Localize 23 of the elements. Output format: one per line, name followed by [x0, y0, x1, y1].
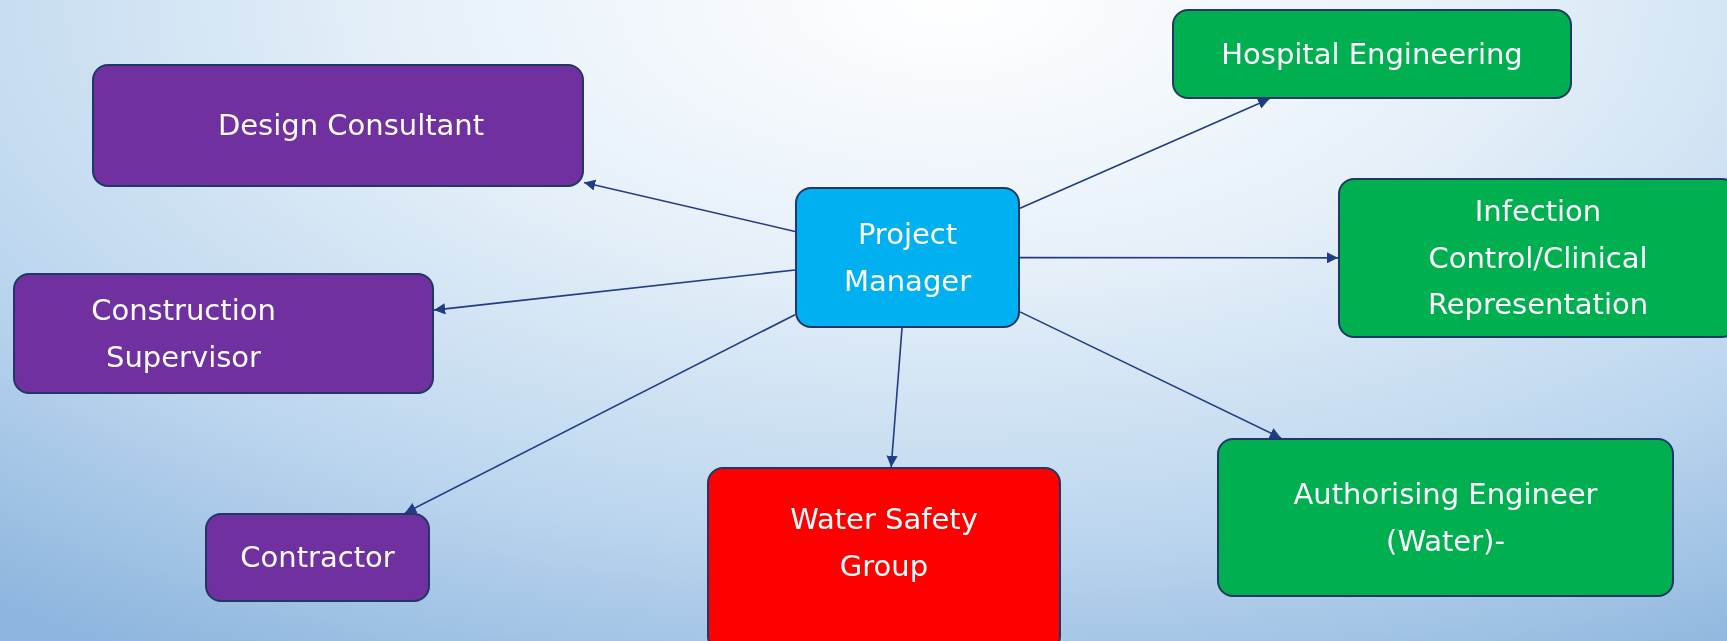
- role-box: [795, 187, 1020, 328]
- arrow: [1019, 311, 1282, 439]
- role-box: [1338, 178, 1727, 338]
- arrow: [1019, 98, 1271, 209]
- role-label: Contractor: [240, 539, 395, 577]
- arrow: [433, 269, 796, 315]
- role-label: Hospital Engineering: [1221, 35, 1523, 73]
- role-label: Infection Control/Clinical Representation: [1426, 193, 1650, 324]
- role-box: [92, 64, 584, 187]
- role-label: Authorising Engineer (Water)-: [1292, 476, 1599, 560]
- role-box: [707, 467, 1061, 641]
- role-box: [205, 513, 430, 602]
- role-label: Construction Supervisor: [90, 292, 277, 376]
- arrow: [886, 327, 903, 468]
- role-box: [13, 273, 434, 394]
- arrow: [1019, 252, 1339, 264]
- role-label: Design Consultant: [217, 107, 485, 145]
- arrow: [583, 179, 796, 233]
- role-box: [1172, 9, 1572, 99]
- role-label: Project Manager: [842, 216, 973, 300]
- role-box: [1217, 438, 1674, 597]
- role-label: Water Safety Group: [789, 501, 979, 585]
- arrow: [404, 313, 796, 514]
